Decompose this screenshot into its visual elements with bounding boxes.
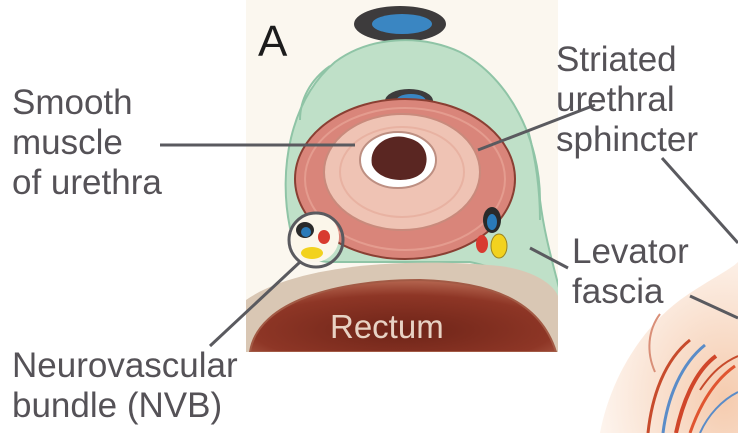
levator-fascia-label-line-1: Levator <box>572 232 689 272</box>
smooth-muscle-label-line-1: Smooth <box>12 83 162 123</box>
urethra-cross-section <box>246 0 562 352</box>
striated-sphincter-label-line-2: urethral <box>556 80 698 120</box>
smooth-muscle-label-line-3: of urethra <box>12 163 162 203</box>
nvb-label-line-1: Neurovascular <box>12 346 238 386</box>
striated-sphincter-label: Striated urethral sphincter <box>556 40 698 160</box>
levator-fascia-label: Levator fascia <box>572 232 689 312</box>
smooth-muscle-label-line-2: muscle <box>12 123 162 163</box>
panel-letter: A <box>258 18 287 66</box>
striated-sphincter-label-line-3: sphincter <box>556 120 698 160</box>
rectum-label: Rectum <box>330 307 444 347</box>
smooth-muscle-label: Smooth muscle of urethra <box>12 83 162 203</box>
striated-sphincter-label-line-1: Striated <box>556 40 698 80</box>
nvb-label: Neurovascular bundle (NVB) <box>12 346 238 426</box>
levator-fascia-label-line-2: fascia <box>572 272 689 312</box>
nvb-label-line-2: bundle (NVB) <box>12 386 238 426</box>
sphincter-side-leader <box>662 158 738 243</box>
